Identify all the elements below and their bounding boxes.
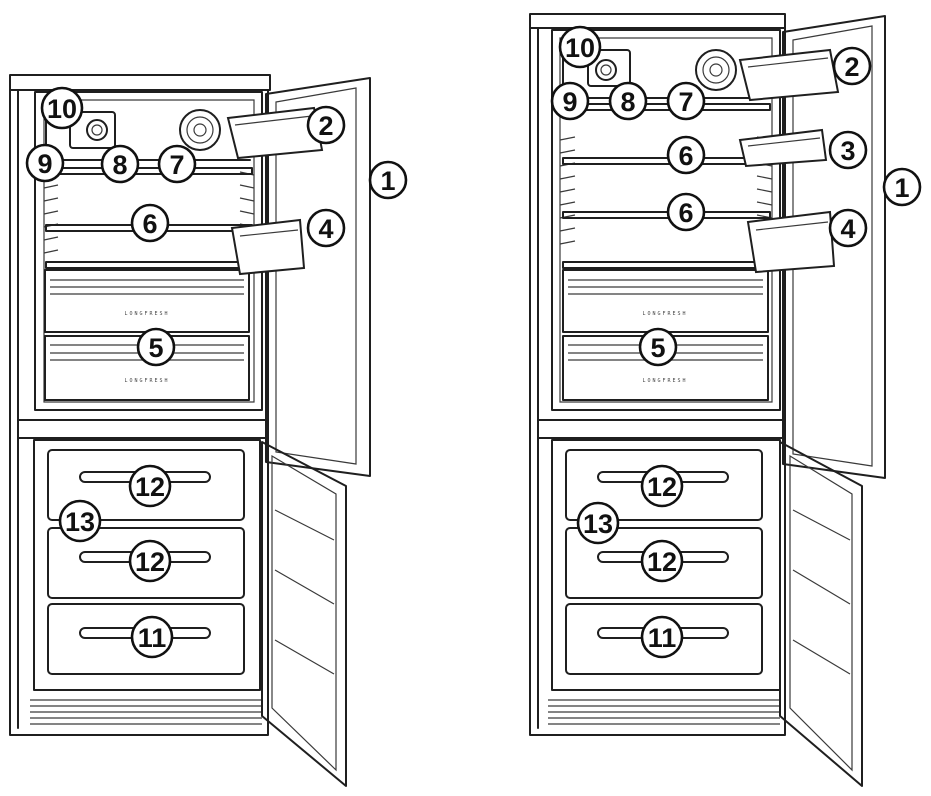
callout-circle	[128, 539, 172, 583]
callout-circle	[136, 327, 176, 367]
callout-number: 13	[583, 509, 613, 539]
callout-number: 5	[148, 333, 163, 363]
callout-number: 8	[620, 87, 635, 117]
callout-circle	[576, 501, 620, 545]
callout-circle	[666, 135, 706, 175]
svg-text:LONGFRESH: LONGFRESH	[124, 378, 169, 384]
callout-right-6: 6	[666, 135, 706, 175]
callout-number: 4	[840, 214, 855, 244]
callout-circle	[550, 81, 590, 121]
callout-number: 10	[47, 94, 77, 124]
callouts-right: 10 9 8 7 2 3 6 1 6 4 5 12 13 12 11	[550, 25, 922, 659]
callout-right-13: 13	[576, 501, 620, 545]
callout-circle	[157, 144, 197, 184]
callout-circle	[58, 499, 102, 543]
callout-left-8: 8	[100, 144, 140, 184]
callout-right-9: 9	[550, 81, 590, 121]
callout-circle	[640, 539, 684, 583]
callout-circle	[130, 615, 174, 659]
callout-number: 4	[318, 214, 333, 244]
callout-left-6: 6	[130, 203, 170, 243]
callout-number: 8	[112, 150, 127, 180]
callouts-left: 10 9 8 7 2 1 6 4 5 12 13 12 11	[25, 86, 408, 659]
callout-left-7: 7	[157, 144, 197, 184]
callout-right-8: 8	[608, 81, 648, 121]
callout-number: 12	[135, 472, 165, 502]
callout-number: 2	[318, 111, 333, 141]
callout-right-1: 1	[882, 167, 922, 207]
callout-circle	[40, 86, 84, 130]
callout-number: 11	[648, 623, 677, 653]
callout-number: 2	[844, 52, 859, 82]
callout-number: 3	[840, 136, 855, 166]
callout-circle	[558, 25, 602, 69]
callout-circle	[640, 464, 684, 508]
callout-number: 7	[169, 150, 184, 180]
fridge-right: LONGFRESH LONGFRESH	[529, 13, 886, 787]
callout-left-12: 12	[128, 539, 172, 583]
callout-circle	[832, 46, 872, 86]
svg-text:LONGFRESH: LONGFRESH	[124, 311, 169, 317]
callout-circle	[638, 327, 678, 367]
callout-number: 1	[380, 166, 395, 196]
fridge-left: LONGFRESH LONGFRESH	[9, 74, 371, 787]
callout-circle	[306, 208, 346, 248]
callout-left-4: 4	[306, 208, 346, 248]
callout-circle	[828, 208, 868, 248]
callout-right-5: 5	[638, 327, 678, 367]
callout-number: 7	[678, 87, 693, 117]
callout-left-1: 1	[368, 160, 408, 200]
callout-right-11: 11	[640, 615, 684, 659]
callout-number: 13	[65, 507, 95, 537]
callout-circle	[368, 160, 408, 200]
callout-circle	[640, 615, 684, 659]
callout-circle	[130, 203, 170, 243]
callout-left-2: 2	[306, 105, 346, 145]
callout-number: 6	[678, 141, 693, 171]
callout-left-12: 12	[128, 464, 172, 508]
callout-right-4: 4	[828, 208, 868, 248]
callout-right-6: 6	[666, 192, 706, 232]
callout-number: 12	[647, 472, 677, 502]
callout-circle	[666, 81, 706, 121]
callout-number: 9	[562, 87, 577, 117]
callout-circle	[128, 464, 172, 508]
callout-number: 5	[650, 333, 665, 363]
callout-number: 12	[135, 547, 165, 577]
callout-number: 10	[565, 33, 595, 63]
callout-left-9: 9	[25, 143, 65, 183]
callout-right-12: 12	[640, 539, 684, 583]
callout-circle	[666, 192, 706, 232]
svg-text:LONGFRESH: LONGFRESH	[642, 378, 687, 384]
callout-left-5: 5	[136, 327, 176, 367]
callout-left-13: 13	[58, 499, 102, 543]
callout-left-10: 10	[40, 86, 84, 130]
callout-circle	[306, 105, 346, 145]
callout-circle	[25, 143, 65, 183]
callout-number: 11	[138, 623, 167, 653]
callout-right-2: 2	[832, 46, 872, 86]
callout-circle	[882, 167, 922, 207]
callout-right-10: 10	[558, 25, 602, 69]
callout-right-3: 3	[828, 130, 868, 170]
callout-number: 12	[647, 547, 677, 577]
callout-number: 6	[142, 209, 157, 239]
callout-circle	[828, 130, 868, 170]
callout-circle	[100, 144, 140, 184]
callout-circle	[608, 81, 648, 121]
callout-right-7: 7	[666, 81, 706, 121]
callout-number: 9	[37, 149, 52, 179]
callout-number: 1	[894, 173, 909, 203]
callout-right-12: 12	[640, 464, 684, 508]
svg-text:LONGFRESH: LONGFRESH	[642, 311, 687, 317]
callout-number: 6	[678, 198, 693, 228]
callout-left-11: 11	[130, 615, 174, 659]
